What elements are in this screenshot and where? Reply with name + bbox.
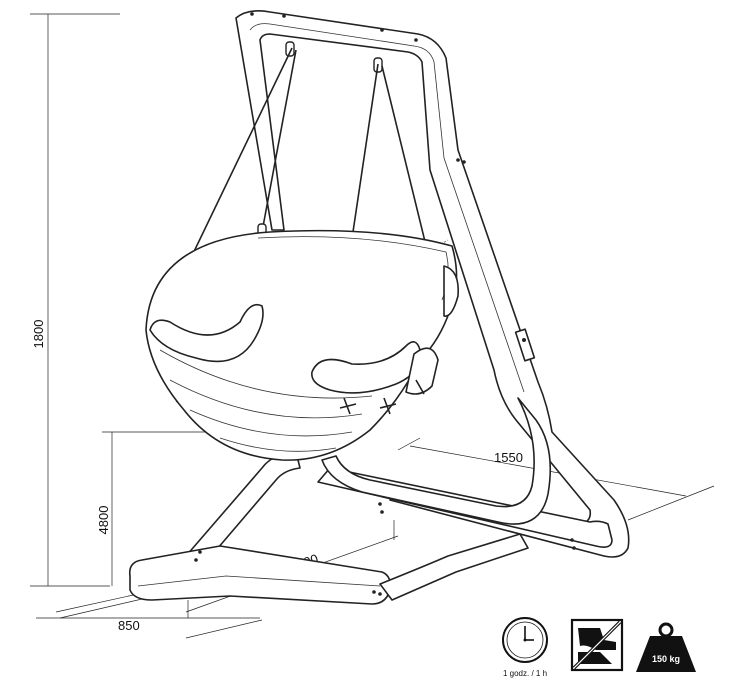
no-tools-icon xyxy=(570,618,624,672)
stand-frame xyxy=(128,10,630,605)
hanging-seat xyxy=(145,229,460,461)
dim-frame-width: 1550 xyxy=(494,450,523,465)
dim-depth: 850 xyxy=(118,618,140,633)
time-label: 1 godz. / 1 h xyxy=(503,669,547,678)
weight-icon-group: 150 kg xyxy=(636,622,696,672)
dim-seat-height: 4800 xyxy=(96,506,111,535)
dim-height-total: 1800 xyxy=(31,320,46,349)
weight-label: 150 kg xyxy=(652,654,680,664)
time-icon-group: 1 godz. / 1 h xyxy=(502,617,548,678)
weight-icon xyxy=(636,622,696,672)
clock-icon xyxy=(502,617,548,663)
